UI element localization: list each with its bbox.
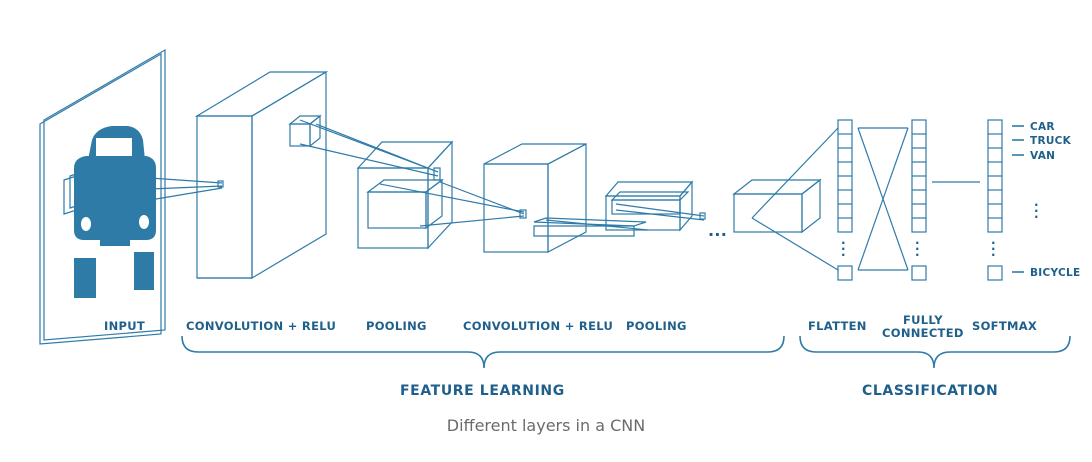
connection-input-conv (149, 177, 224, 201)
connection-conv2-pool2 (545, 219, 649, 231)
svg-text:.: . (915, 245, 920, 259)
class-label-van: VAN (1030, 150, 1055, 162)
figure-caption: Different layers in a CNN (446, 416, 646, 435)
connection-pool1-conv2-b (419, 215, 525, 227)
svg-text:.: . (915, 233, 920, 247)
svg-text:.: . (1034, 207, 1039, 221)
group-classification: CLASSIFICATION (862, 383, 998, 399)
svg-text:.: . (1034, 201, 1039, 215)
class-label-bicycle: BICYCLE (1030, 267, 1081, 279)
flatten-column: . . . (837, 119, 853, 281)
group-feature-learning: FEATURE LEARNING (400, 383, 565, 399)
class-label-truck: TRUCK (1030, 135, 1072, 147)
car-icon (74, 126, 156, 298)
label-softmax: SOFTMAX (972, 319, 1037, 333)
connection-pool1-conv2 (379, 183, 525, 213)
label-flatten: FLATTEN (808, 319, 867, 333)
connection-pool1-conv2-c (439, 181, 525, 215)
svg-text:.: . (841, 239, 846, 253)
svg-text:.: . (991, 239, 996, 253)
softmax-column: . . . . . . (987, 119, 1039, 281)
svg-text:.: . (841, 245, 846, 259)
conv2-block (483, 143, 647, 253)
connection-conv1-pool1-b (299, 143, 439, 177)
ellipsis-dots: ... (708, 221, 727, 240)
final-feature-block (732, 127, 839, 271)
class-label-car: CAR (1030, 121, 1055, 133)
pool2-block (604, 180, 706, 232)
fc-connections (857, 127, 909, 271)
svg-text:.: . (1034, 195, 1039, 209)
svg-text:.: . (841, 233, 846, 247)
label-conv2: CONVOLUTION + RELU (463, 319, 613, 333)
label-pool2: POOLING (626, 319, 687, 333)
fully-connected-column: . . . (911, 119, 927, 281)
svg-text:.: . (991, 233, 996, 247)
label-conv1: CONVOLUTION + RELU (186, 319, 336, 333)
label-pool1: POOLING (366, 319, 427, 333)
pool1-block (356, 140, 454, 250)
label-fully-line2: CONNECTED (882, 326, 964, 340)
feature-learning-brace (181, 335, 785, 369)
svg-text:.: . (991, 245, 996, 259)
conv1-block (194, 70, 329, 280)
input-image (39, 48, 166, 345)
label-input: INPUT (104, 319, 145, 333)
svg-text:.: . (915, 239, 920, 253)
label-fully-line1: FULLY (903, 313, 943, 327)
classification-brace (799, 335, 1071, 369)
